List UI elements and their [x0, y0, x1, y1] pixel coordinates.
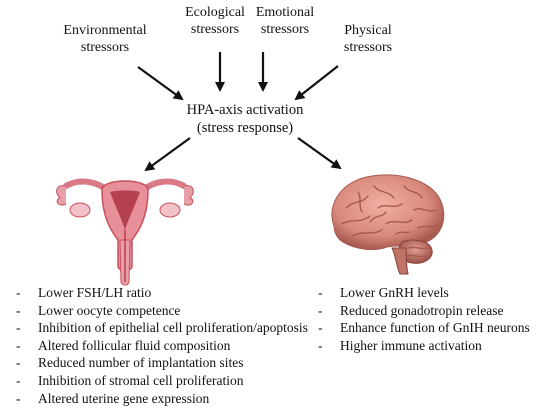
- hpa-line-2: (stress response): [196, 120, 294, 136]
- emotional-line-1: Emotional: [255, 5, 315, 20]
- environmental-stressors-label: Environmental stressors: [40, 22, 170, 56]
- arrow-to-uterus: [144, 137, 191, 172]
- emotional-line-2: stressors: [260, 22, 310, 37]
- arrow-physical: [294, 65, 339, 101]
- list-item: Lower oocyte competence: [16, 302, 308, 320]
- environmental-line-2: stressors: [80, 40, 130, 55]
- environmental-line-1: Environmental: [63, 23, 147, 38]
- emotional-stressors-label: Emotional stressors: [230, 4, 340, 38]
- uterus-effects-list: Lower FSH/LH ratio Lower oocyte competen…: [16, 284, 308, 407]
- list-item: Inhibition of stromal cell proliferation: [16, 372, 308, 390]
- ecological-line-1: Ecological: [185, 5, 245, 20]
- list-item: Inhibition of epithelial cell proliferat…: [16, 319, 308, 337]
- brain-image: [331, 174, 445, 275]
- list-item: Enhance function of GnIH neurons: [318, 319, 530, 337]
- arrow-environmental: [137, 66, 184, 101]
- list-item: Lower FSH/LH ratio: [16, 284, 308, 302]
- hpa-axis-label: HPA-axis activation (stress response): [150, 101, 340, 137]
- list-item: Higher immune activation: [318, 337, 530, 355]
- list-item: Altered uterine gene expression: [16, 390, 308, 408]
- brain-effects-list: Lower GnRH levels Reduced gonadotropin r…: [318, 284, 530, 354]
- list-item: Lower GnRH levels: [318, 284, 530, 302]
- list-item: Reduced gonadotropin release: [318, 302, 530, 320]
- uterus-image: [56, 178, 194, 286]
- ecological-line-2: stressors: [190, 22, 240, 37]
- list-item: Altered follicular fluid composition: [16, 337, 308, 355]
- physical-stressors-label: Physical stressors: [318, 22, 418, 56]
- physical-line-1: Physical: [344, 23, 392, 38]
- ecological-stressors-label: Ecological stressors: [160, 4, 270, 38]
- arrow-to-brain: [297, 137, 342, 170]
- hpa-line-1: HPA-axis activation: [186, 102, 304, 118]
- list-item: Reduced number of implantation sites: [16, 354, 308, 372]
- physical-line-2: stressors: [343, 40, 393, 55]
